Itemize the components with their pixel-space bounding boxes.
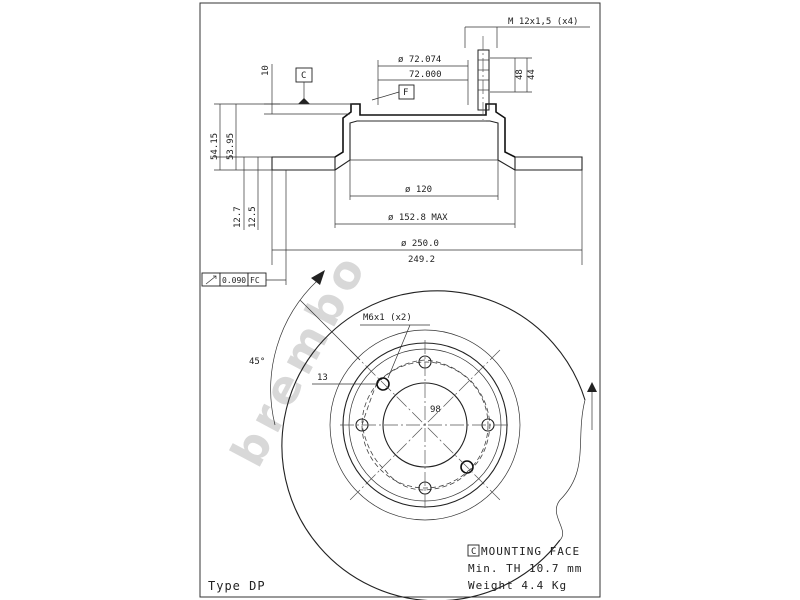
drawing-frame — [199, 2, 601, 598]
front-view: M6x1 (x2) 13 98 45° — [249, 270, 597, 600]
disc-outer-edge — [281, 290, 586, 600]
mounting-face-symbol: C — [471, 547, 476, 557]
bore-outer-label: ø 72.074 — [398, 55, 441, 65]
threaded-hole-lower-right — [460, 460, 474, 474]
runout-ref-label: FC — [250, 276, 260, 285]
datum-c-triangle — [298, 98, 310, 104]
notes-block: C MOUNTING FACE Min. TH 10.7 mm Weight 4… — [208, 544, 582, 593]
hub-offset-label: 10 — [261, 65, 271, 76]
thickness-b-label: 12.5 — [248, 206, 258, 228]
rotor-right-section — [514, 156, 583, 171]
disc-outer-min-label: 249.2 — [408, 255, 435, 265]
stud-length-b-label: 44 — [527, 69, 537, 80]
runout-arrow-icon — [205, 275, 217, 285]
m6-leader — [387, 324, 411, 379]
rotor-left-section — [271, 156, 336, 171]
disc-outer-label: ø 250.0 — [401, 239, 439, 249]
mounting-face-symbol-box — [467, 544, 480, 557]
section-view: M 12x1,5 (x4) 48 44 ø 72.074 72.000 F C … — [201, 17, 590, 287]
angle-arc — [270, 279, 319, 426]
min-thickness-label: Min. TH 10.7 mm — [468, 562, 582, 575]
weight-label: Weight 4.4 Kg — [468, 579, 567, 592]
type-label: Type DP — [208, 579, 266, 593]
thread-label: M 12x1,5 (x4) — [508, 17, 578, 27]
height-a-label: 54.15 — [210, 133, 220, 160]
runout-tolerance-frame: 0.090 FC — [201, 272, 286, 287]
threaded-hole-upper-left — [376, 377, 390, 391]
angle-ref-line — [299, 299, 361, 361]
stud-length-a-label: 48 — [515, 69, 525, 80]
friction-inner-label: ø 152.8 MAX — [388, 213, 448, 223]
datum-c-label: C — [301, 71, 306, 81]
runout-value-label: 0.090 — [222, 276, 246, 285]
datum-f-box — [398, 84, 415, 100]
angle-arrow-icon — [311, 270, 325, 285]
hat-inner-profile — [334, 120, 516, 171]
bore-inner-label: 72.000 — [409, 70, 442, 80]
friction-ring-inner — [329, 329, 521, 521]
hat-relief-profile — [361, 359, 491, 491]
datum-f-label: F — [403, 88, 408, 98]
break-line — [555, 399, 586, 541]
thickness-a-label: 12.7 — [233, 206, 243, 228]
mounting-face-label: MOUNTING FACE — [481, 545, 580, 558]
height-b-label: 53.95 — [226, 133, 236, 160]
hat-profile — [334, 103, 516, 158]
rotation-arrow-icon — [587, 382, 597, 392]
datum-f-leader — [371, 91, 400, 101]
angle-label: 45° — [249, 357, 265, 367]
hub-diameter-label: ø 120 — [405, 185, 432, 195]
hole-dim-label: 13 — [317, 373, 328, 383]
threaded-holes-label: M6x1 (x2) — [363, 313, 412, 323]
pcd-label: 98 — [430, 405, 441, 415]
centerline-diagonal-b — [349, 349, 501, 501]
